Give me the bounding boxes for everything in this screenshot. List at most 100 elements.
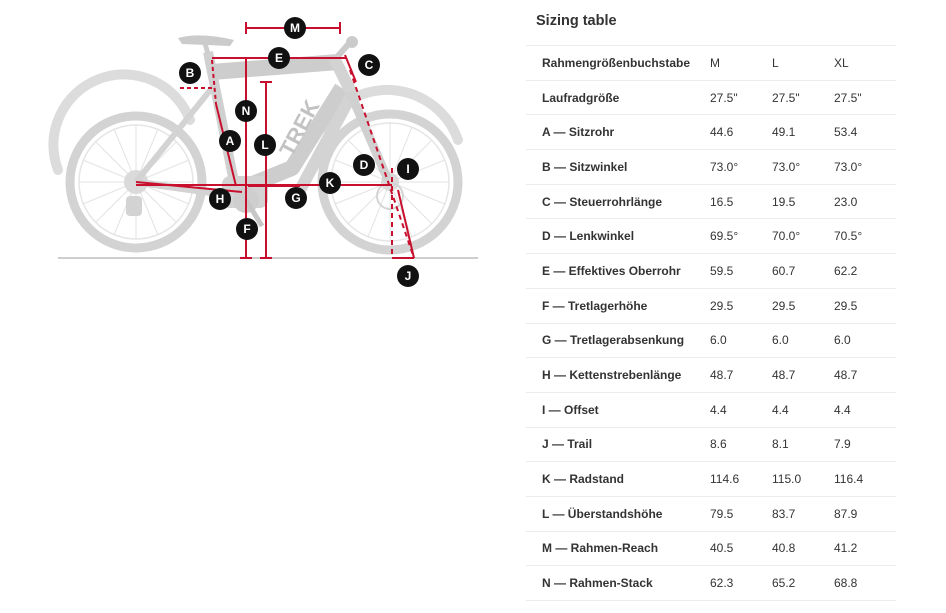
- marker-a: A: [219, 130, 241, 152]
- row-value: 73.0°: [772, 149, 834, 185]
- row-value: 4.4: [834, 392, 896, 428]
- row-label: E — Effektives Oberrohr: [526, 253, 710, 289]
- row-value: 6.0: [710, 323, 772, 359]
- marker-l: L: [254, 134, 276, 156]
- marker-g: G: [285, 187, 307, 209]
- row-value: 115.0: [772, 461, 834, 497]
- header-label: Rahmengrößenbuchstabe: [526, 45, 710, 81]
- marker-i: I: [397, 158, 419, 180]
- row-value: 4.4: [772, 392, 834, 428]
- row-value: 73.0°: [710, 149, 772, 185]
- marker-c: C: [358, 54, 380, 76]
- row-value: 65.2: [772, 565, 834, 601]
- row-value: 62.3: [710, 565, 772, 601]
- row-value: 7.9: [834, 427, 896, 463]
- bike-illustration: TREK: [48, 17, 478, 287]
- row-value: 69.5°: [710, 218, 772, 255]
- row-value: 29.5: [834, 288, 896, 324]
- row-value: 29.5: [710, 288, 772, 324]
- marker-d: D: [353, 154, 375, 176]
- row-value: 16.5: [710, 184, 772, 220]
- row-label: L — Überstandshöhe: [526, 496, 710, 532]
- row-value: 41.2: [834, 531, 896, 567]
- bike-geometry-diagram: TREK: [48, 17, 478, 287]
- svg-text:A: A: [226, 134, 235, 148]
- row-label: M — Rahmen-Reach: [526, 531, 710, 567]
- marker-f: F: [236, 218, 258, 240]
- row-label: H — Kettenstrebenlänge: [526, 357, 710, 393]
- row-value: 8.1: [772, 427, 834, 463]
- row-label: A — Sitzrohr: [526, 114, 710, 151]
- row-value: 19.5: [772, 184, 834, 220]
- row-value: 6.0: [834, 323, 896, 359]
- marker-j: J: [397, 265, 419, 287]
- svg-text:J: J: [405, 269, 412, 283]
- row-value: 23.0: [834, 184, 896, 220]
- row-value: 49.1: [772, 114, 834, 151]
- svg-text:G: G: [291, 191, 300, 205]
- svg-text:I: I: [406, 162, 409, 176]
- svg-text:M: M: [290, 21, 300, 35]
- svg-text:F: F: [243, 222, 250, 236]
- svg-text:H: H: [216, 192, 225, 206]
- row-value: 48.7: [834, 357, 896, 393]
- row-value: 27.5": [710, 80, 772, 116]
- row-label: B — Sitzwinkel: [526, 149, 710, 185]
- sizing-table-title: Sizing table: [536, 13, 617, 29]
- marker-h: H: [209, 188, 231, 210]
- svg-text:C: C: [365, 58, 374, 72]
- row-value: 27.5": [772, 80, 834, 116]
- svg-text:K: K: [326, 176, 335, 190]
- row-label: Laufradgröße: [526, 80, 710, 116]
- row-value: 53.4: [834, 114, 896, 151]
- row-value: 48.7: [710, 357, 772, 393]
- svg-text:N: N: [242, 104, 251, 118]
- row-value: 6.0: [772, 323, 834, 359]
- row-value: 59.5: [710, 253, 772, 289]
- row-label: J — Trail: [526, 427, 710, 463]
- row-label: I — Offset: [526, 392, 710, 428]
- row-value: 116.4: [834, 461, 896, 497]
- row-value: 62.2: [834, 253, 896, 289]
- row-value: 114.6: [710, 461, 772, 497]
- header-size: XL: [834, 45, 896, 81]
- row-value: 60.7: [772, 253, 834, 289]
- row-value: 83.7: [772, 496, 834, 532]
- row-label: F — Tretlagerhöhe: [526, 288, 710, 324]
- marker-m: M: [284, 17, 306, 39]
- row-label: K — Radstand: [526, 461, 710, 497]
- row-value: 8.6: [710, 427, 772, 463]
- header-size: L: [772, 45, 834, 81]
- row-value: 68.8: [834, 565, 896, 601]
- row-label: D — Lenkwinkel: [526, 218, 710, 255]
- marker-b: B: [179, 62, 201, 84]
- row-value: 73.0°: [834, 149, 896, 185]
- row-value: 70.5°: [834, 218, 896, 255]
- row-value: 87.9: [834, 496, 896, 532]
- header-size: M: [710, 45, 772, 81]
- row-value: 44.6: [710, 114, 772, 151]
- row-value: 70.0°: [772, 218, 834, 255]
- svg-text:E: E: [275, 51, 283, 65]
- row-value: 40.8: [772, 531, 834, 567]
- svg-text:L: L: [261, 138, 268, 152]
- svg-text:D: D: [360, 158, 369, 172]
- row-label: G — Tretlagerabsenkung: [526, 323, 710, 359]
- marker-e: E: [268, 47, 290, 69]
- row-value: 79.5: [710, 496, 772, 532]
